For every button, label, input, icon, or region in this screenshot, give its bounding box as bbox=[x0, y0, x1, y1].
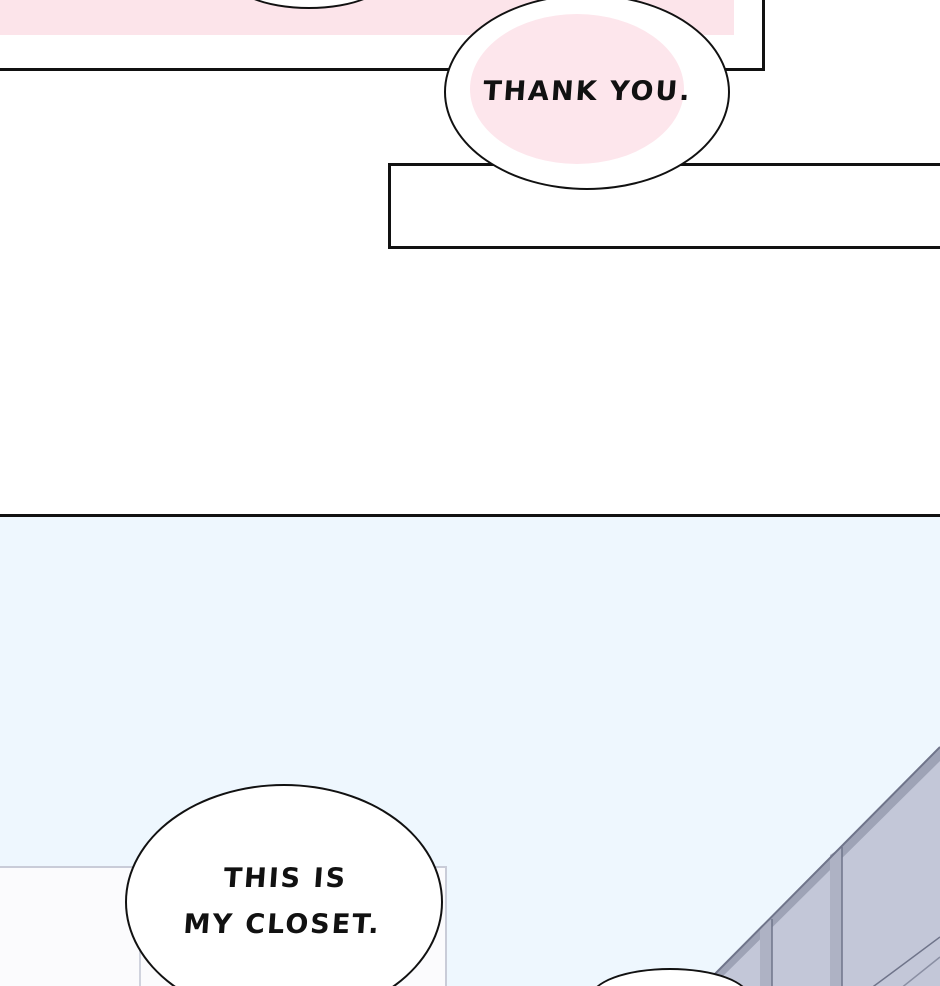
speech-bubble-thank-you: THANK YOU. bbox=[444, 0, 730, 190]
right-closet-wall bbox=[701, 746, 940, 986]
speech-text-thank-you: THANK YOU. bbox=[481, 76, 693, 107]
bubble-blush-fill bbox=[470, 14, 684, 164]
speech-line-2: MY CLOSET. bbox=[182, 909, 383, 940]
speech-bubble-closet: THIS IS MY CLOSET. bbox=[125, 784, 443, 986]
speech-line-1: THIS IS bbox=[222, 863, 349, 894]
middle-panel bbox=[388, 163, 940, 249]
speech-text-closet: THIS IS MY CLOSET. bbox=[182, 856, 386, 948]
